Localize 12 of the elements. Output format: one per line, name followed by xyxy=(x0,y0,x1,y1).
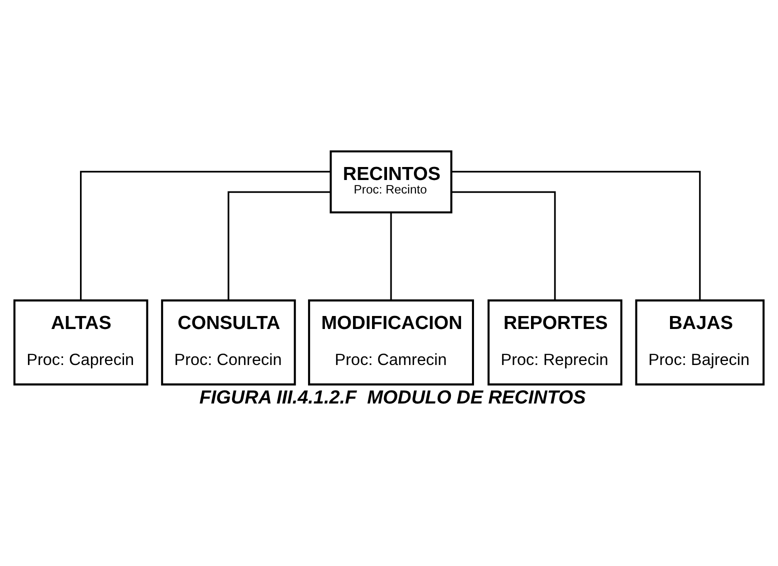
connector xyxy=(228,190,330,300)
node-box: BAJAS Proc: Bajrecin xyxy=(635,298,765,385)
connector xyxy=(452,190,556,300)
node-box: ALTAS Proc: Caprecin xyxy=(13,298,148,385)
node-box: CONSULTA Proc: Conrecin xyxy=(161,298,296,385)
node-box: REPORTES Proc: Reprecin xyxy=(488,298,622,385)
connector xyxy=(451,170,701,300)
node-box: MODIFICACION Proc: Camrecin xyxy=(308,298,474,385)
connector xyxy=(80,170,330,300)
caption: FIGURA III.4.1.2.F MODULO DE RECINTOS xyxy=(199,387,586,408)
node-box: RECINTOS Proc: Recinto xyxy=(330,150,452,213)
connector xyxy=(390,212,392,300)
